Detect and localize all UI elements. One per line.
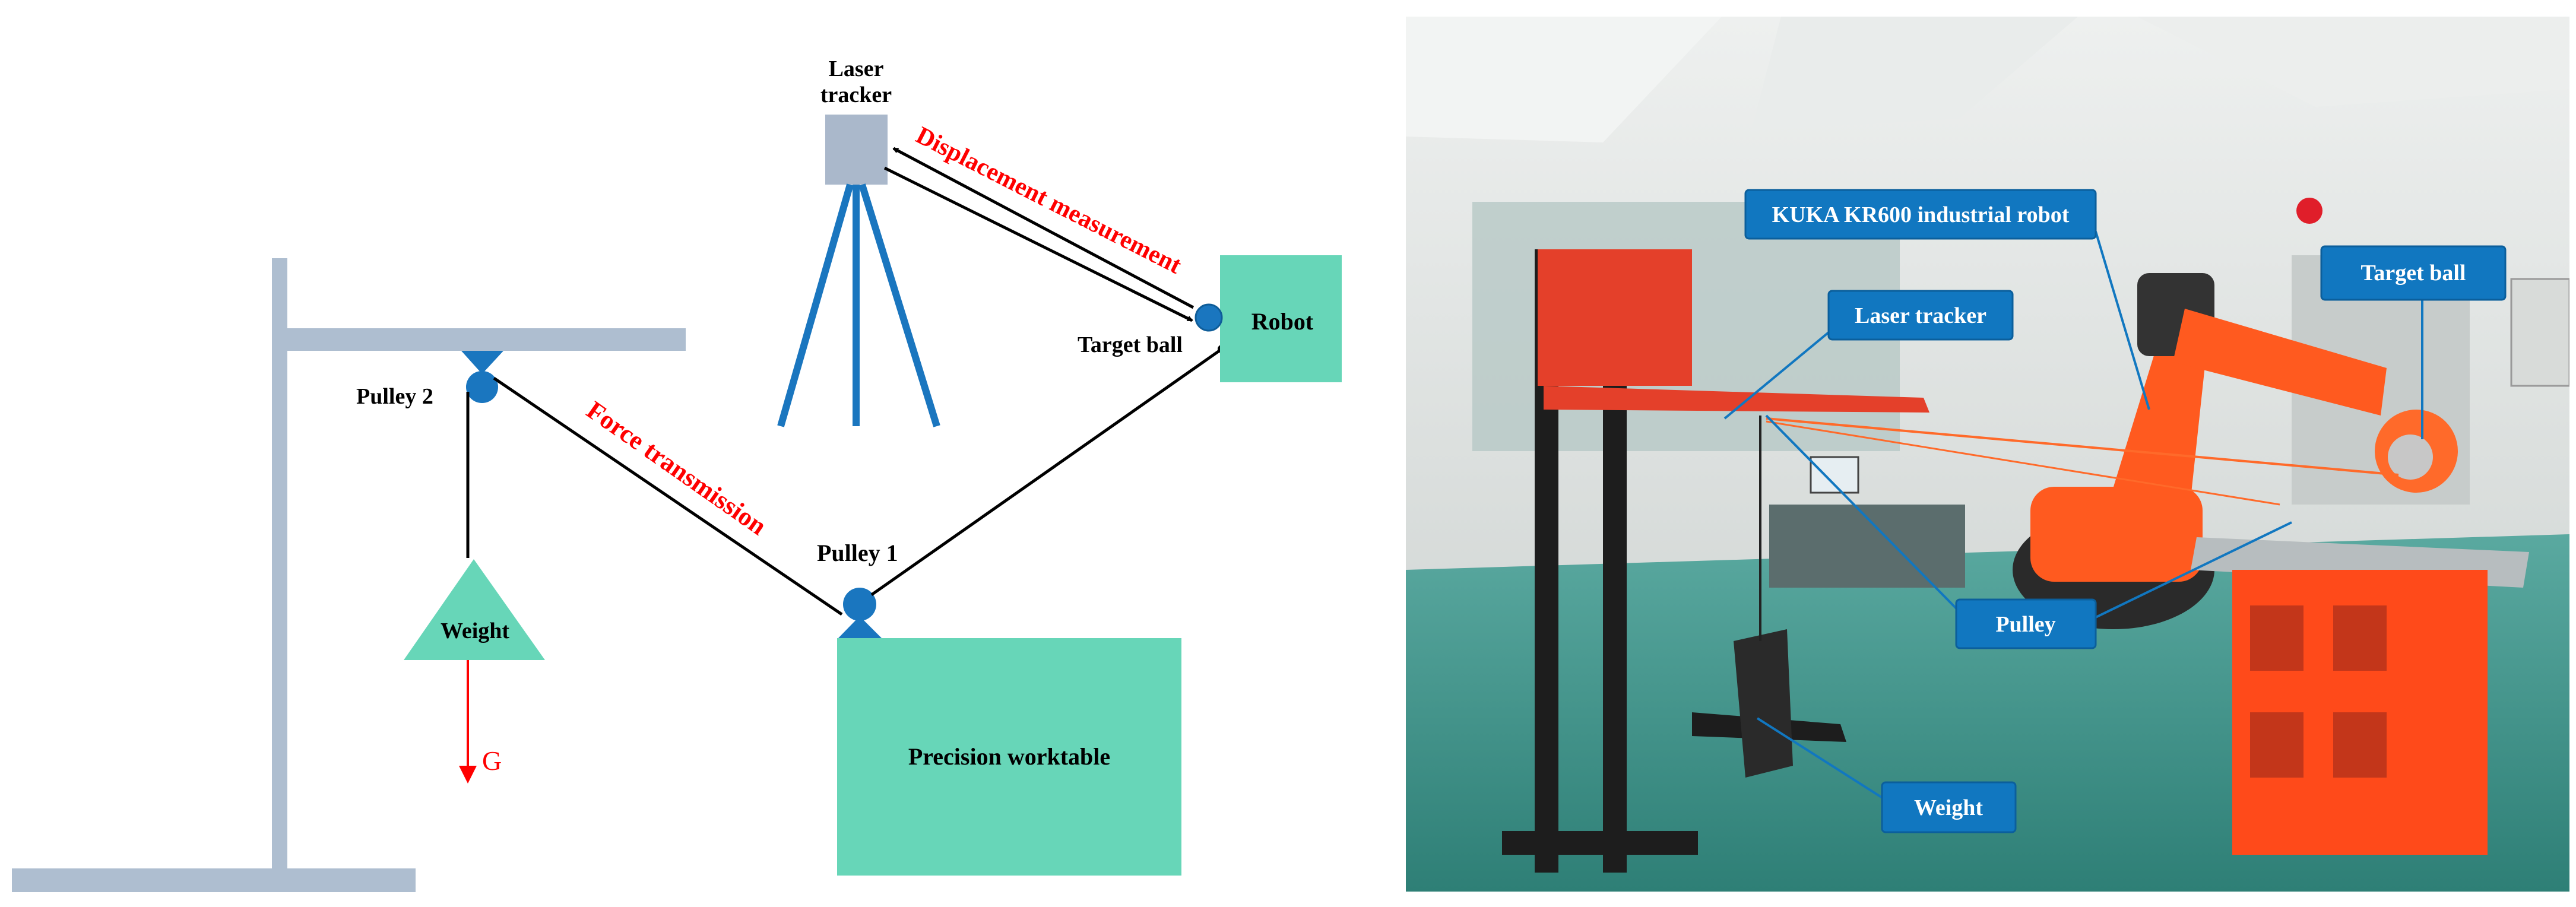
callout-kuka: KUKA KR600 industrial robot [1744,189,2097,240]
target-ball [1194,303,1223,332]
ceiling-beam [1406,17,1722,142]
target-ball-label: Target ball [1078,332,1183,357]
ceiling-beam [2137,17,2569,107]
force-transmission-label: Force transmission [581,395,772,541]
force-rope-segment [493,376,843,616]
gravity-label: G [482,746,502,776]
photo-target-ball [2296,198,2322,224]
svg-text:Pulley: Pulley [1995,612,2055,637]
tripod-leg-right [858,183,940,427]
robot-box [1220,255,1342,382]
measurement-arrow-to-target [883,166,1193,322]
pulley-2-wheel [466,371,498,403]
precision-worktable [837,638,1181,876]
tripod-leg-left [777,183,854,427]
laser-tracker-head [825,115,888,185]
pulley-1-label: Pulley 1 [817,540,898,566]
callout-weight: Weight [1881,781,2017,833]
worktable-label: Precision worktable [908,743,1110,770]
frame-vertical-post [272,258,287,871]
lab-photograph: KUKA KR600 industrial robot Laser tracke… [1406,17,2569,892]
pulley-1-wheel [843,588,876,621]
lifting-fixture [1502,249,1929,873]
support-frame [12,258,686,892]
pulley-2-label: Pulley 2 [356,384,433,409]
svg-text:Weight: Weight [1914,795,1983,820]
lab-monitor [1810,456,1859,494]
electric-cabinet [2510,278,2569,387]
svg-text:Laser tracker: Laser tracker [1855,303,1986,328]
laser-beam [1766,417,2399,476]
frame-base-plate [12,868,416,892]
laser-beam [1766,420,2280,506]
weight-triangle [404,559,545,660]
ceiling-beam [1751,17,2078,131]
schematic-diagram: Pulley 2 Weight G Force transmission Pul… [12,56,1342,892]
hanging-weight [1734,629,1793,778]
pulley-1 [838,588,882,638]
laser-tracker [777,115,940,427]
callout-leaders [1723,231,2423,803]
callout-pulley: Pulley [1955,598,2097,649]
laser-tracker-label-line1: Laser [829,56,884,81]
pulley-1-mount [838,616,882,638]
pulley-2 [461,351,503,403]
robot-rope-segment [870,347,1223,597]
callout-laser-tracker: Laser tracker [1827,290,2014,341]
callout-target-ball: Target ball [2320,245,2507,301]
orange-worktable [2191,537,2529,855]
frame-top-arm [272,328,686,351]
svg-text:Target ball: Target ball [2361,261,2466,286]
pulley-2-mount [461,351,503,374]
weight-label: Weight [441,619,509,643]
robot-label: Robot [1251,308,1314,335]
laser-tracker-label-line2: tracker [820,83,892,107]
svg-text:KUKA KR600 industrial robot: KUKA KR600 industrial robot [1772,202,2070,227]
measurement-arrow-to-tracker [892,147,1194,309]
